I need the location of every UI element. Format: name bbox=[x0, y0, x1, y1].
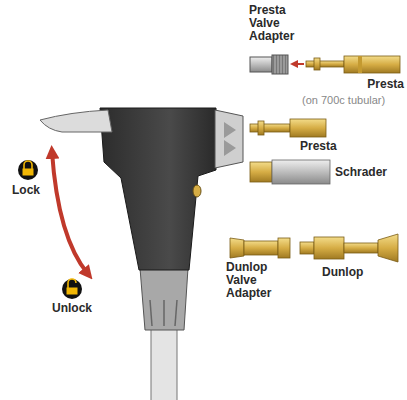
lock-icon bbox=[18, 160, 38, 180]
presta-valve-adapter bbox=[250, 55, 288, 74]
insert-arrow bbox=[294, 63, 304, 65]
part-name: Dunlop bbox=[322, 266, 363, 279]
dunlop-valve bbox=[300, 234, 398, 262]
unlock-icon bbox=[62, 279, 82, 299]
part-name: Schrader bbox=[335, 166, 387, 179]
part-name: Presta bbox=[300, 140, 337, 153]
presta-valve bbox=[250, 119, 326, 137]
note: (on 700c tubular) bbox=[302, 94, 385, 107]
lever bbox=[40, 110, 112, 132]
part-name: Presta Valve Adapter bbox=[249, 4, 301, 43]
release-button bbox=[193, 185, 201, 197]
schrader-valve bbox=[250, 160, 330, 184]
presta-valve-tubular bbox=[306, 56, 400, 73]
dunlop-valve-adapter bbox=[230, 238, 290, 258]
pump-head-body bbox=[100, 108, 216, 270]
state-label: Lock bbox=[12, 184, 40, 197]
lock-arrow bbox=[52, 152, 88, 274]
part-name: Presta bbox=[367, 78, 404, 91]
state-label: Unlock bbox=[52, 302, 92, 315]
collar bbox=[140, 268, 188, 330]
part-name: Dunlop Valve Adapter bbox=[226, 261, 278, 300]
hose bbox=[151, 325, 177, 400]
head-cap bbox=[215, 110, 243, 168]
